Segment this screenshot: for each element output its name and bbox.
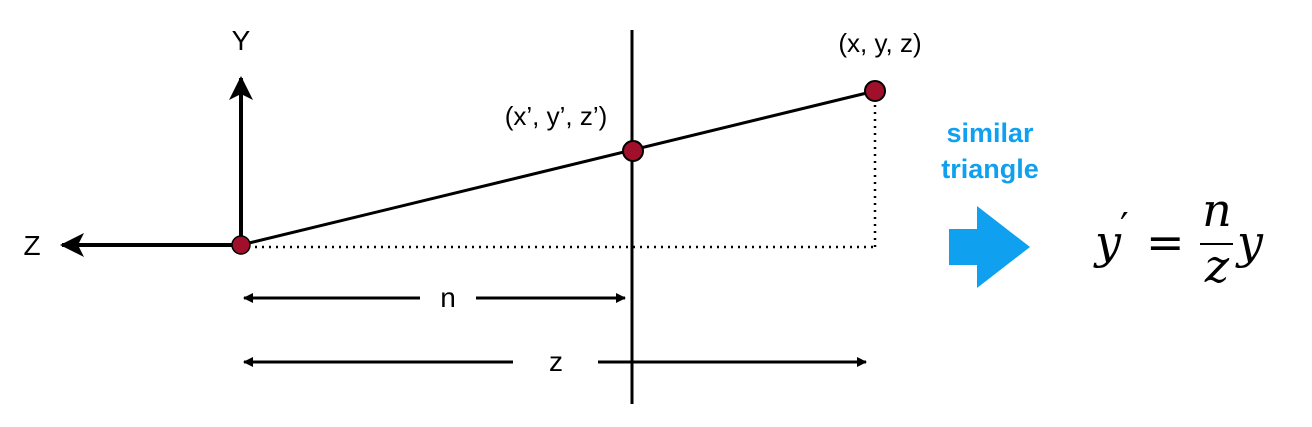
annotation-line-1: similar <box>946 118 1034 148</box>
equation-denominator: z <box>1204 239 1230 293</box>
n-dimension-label: n <box>440 282 456 313</box>
equation-lhs: y <box>1093 215 1122 269</box>
equation-equals: = <box>1146 215 1185 269</box>
equation-numerator: n <box>1202 183 1232 237</box>
far-point <box>864 80 886 102</box>
similar-triangle-equation: y ′ = n z y <box>1093 183 1264 293</box>
right-arrow-icon <box>949 206 1030 288</box>
origin-point <box>231 235 251 255</box>
z-dimension-label: z <box>549 346 563 377</box>
equation-prime: ′ <box>1120 205 1129 249</box>
z-axis-label: Z <box>23 230 40 261</box>
projection-ray <box>240 89 876 247</box>
near-point <box>622 140 644 162</box>
annotation-line-2: triangle <box>941 154 1039 184</box>
near-point-label: (x’, y’, z’) <box>505 101 608 131</box>
y-axis-label: Y <box>232 25 251 56</box>
equation-rhs: y <box>1235 215 1264 269</box>
far-point-label: (x, y, z) <box>838 28 921 58</box>
